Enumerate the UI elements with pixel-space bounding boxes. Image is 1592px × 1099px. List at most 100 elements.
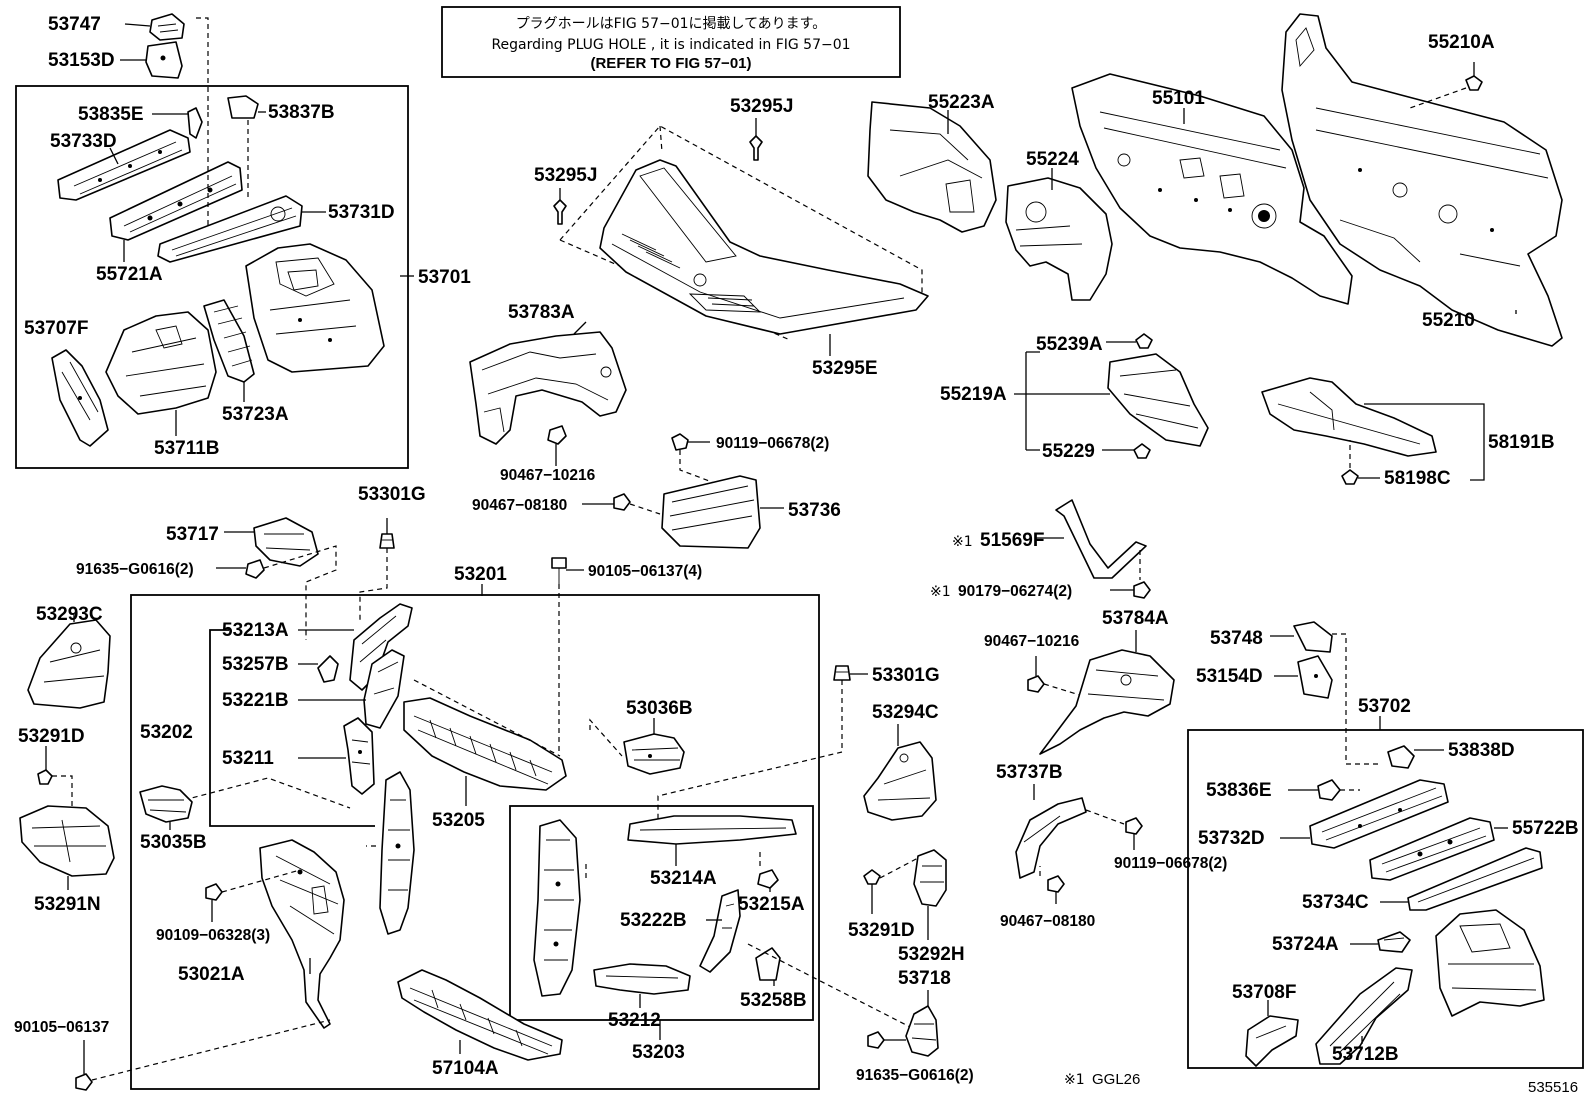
label-53205: 53205 xyxy=(432,810,485,831)
part-53295E xyxy=(599,159,929,356)
mark-51569F: ※1 xyxy=(952,534,973,550)
label-53153D: 53153D xyxy=(48,50,115,71)
notice-line-jp: プラグホールはFIG 57−01に掲載してあります。 xyxy=(516,16,827,32)
label-53717: 53717 xyxy=(166,524,219,545)
dash-53736-a xyxy=(679,450,713,483)
label-53724A: 53724A xyxy=(1272,934,1339,955)
bolt-90109-06328 xyxy=(205,883,223,922)
part-53724A xyxy=(1350,931,1411,953)
label-51569F: 51569F xyxy=(980,530,1044,551)
part-labels: 53747 53153D 53835E 53837B 53733D 53731D… xyxy=(14,14,1579,1084)
label-53215A: 53215A xyxy=(738,894,805,915)
part-57104A xyxy=(397,969,563,1061)
dash-cowl-pin xyxy=(659,125,663,153)
part-53717 xyxy=(224,517,319,567)
dash-53747 xyxy=(196,17,209,112)
label-53212: 53212 xyxy=(608,1010,661,1031)
part-58191B xyxy=(1261,377,1485,481)
label-53836E: 53836E xyxy=(1206,780,1272,801)
label-53723A: 53723A xyxy=(222,404,289,425)
label-53202: 53202 xyxy=(140,722,193,743)
part-53837B xyxy=(227,95,266,119)
part-53214A xyxy=(627,815,797,866)
label-53711B: 53711B xyxy=(154,438,220,459)
label-90467-08180-a: 90467−08180 xyxy=(472,497,567,514)
mark-90179-06274: ※1 xyxy=(930,584,951,600)
part-53153D xyxy=(120,41,183,79)
part-53295J-b xyxy=(749,118,763,161)
group-box-53702 xyxy=(1187,729,1584,1069)
label-53837B: 53837B xyxy=(268,102,335,123)
part-53301G-a xyxy=(379,518,395,549)
label-53748: 53748 xyxy=(1210,628,1263,649)
bolt-90467-08180-a xyxy=(582,493,631,511)
dash-53036B xyxy=(589,718,623,757)
label-55101: 55101 xyxy=(1152,88,1205,109)
part-53035B xyxy=(139,785,193,830)
part-53203-pillar xyxy=(533,819,581,997)
label-53222B: 53222B xyxy=(620,910,687,931)
part-53295J-a xyxy=(553,188,567,225)
part-53747 xyxy=(124,13,185,41)
notice-line-en: Regarding PLUG HOLE , it is indicated in… xyxy=(491,37,850,53)
clip-55239A xyxy=(1106,333,1153,349)
label-90467-10216-b: 90467−10216 xyxy=(984,633,1080,650)
bolt-90119-06678-b xyxy=(1125,817,1143,850)
dash-53035B xyxy=(183,777,351,809)
bolt-90467-10216-a xyxy=(547,425,567,466)
label-53021A: 53021A xyxy=(178,964,245,985)
part-53292H xyxy=(913,849,947,940)
part-53835E xyxy=(152,107,203,139)
part-53838D xyxy=(1387,745,1444,769)
label-90119-06678-a: 90119−06678(2) xyxy=(716,435,829,452)
label-53213A: 53213A xyxy=(222,620,289,641)
label-53214A: 53214A xyxy=(650,868,717,889)
bolt-91635-G0616-b xyxy=(867,1031,906,1049)
label-90467-08180-b: 90467−08180 xyxy=(1000,913,1095,930)
label-53301G-b: 53301G xyxy=(872,665,940,686)
group-bracket-53202 xyxy=(209,629,375,827)
label-90467-10216-a: 90467−10216 xyxy=(500,467,596,484)
label-53292H: 53292H xyxy=(898,944,965,965)
label-58198C: 58198C xyxy=(1384,468,1451,489)
part-53708F xyxy=(1245,1000,1299,1067)
dash-53205 xyxy=(413,679,561,757)
dash-53736-b xyxy=(629,503,661,515)
label-55210: 55210 xyxy=(1422,310,1475,331)
part-55224 xyxy=(1005,168,1113,301)
label-55224: 55224 xyxy=(1026,149,1079,170)
label-53734C: 53734C xyxy=(1302,892,1369,913)
part-53733D xyxy=(57,129,191,201)
notice-box: プラグホールはFIG 57−01に掲載してあります。 Regarding PLU… xyxy=(441,6,901,78)
label-53203: 53203 xyxy=(632,1042,685,1063)
part-51569F xyxy=(1036,499,1147,579)
part-53711B xyxy=(105,311,217,436)
part-53723A xyxy=(203,299,255,402)
part-53731D xyxy=(157,195,326,263)
label-53838D: 53838D xyxy=(1448,740,1515,761)
part-55223A xyxy=(867,101,997,233)
part-53707F xyxy=(51,349,109,447)
part-53294C xyxy=(863,724,937,821)
label-53291D-a: 53291D xyxy=(18,726,85,747)
part-53836E xyxy=(1288,779,1341,801)
label-53835E: 53835E xyxy=(78,104,144,125)
label-53783A: 53783A xyxy=(508,302,575,323)
part-53734C xyxy=(1380,847,1543,911)
label-53293C: 53293C xyxy=(36,604,103,625)
part-53702-inner xyxy=(1435,909,1545,1017)
label-53733D: 53733D xyxy=(50,131,117,152)
label-90105-06137: 90105−06137 xyxy=(14,1019,109,1036)
label-57104A: 57104A xyxy=(432,1058,499,1079)
part-53211 xyxy=(298,717,375,795)
label-53708F: 53708F xyxy=(1232,982,1296,1003)
label-53301G-a: 53301G xyxy=(358,484,426,505)
dash-53291D-a xyxy=(52,775,73,808)
label-53702: 53702 xyxy=(1358,696,1411,717)
label-53295J-b: 53295J xyxy=(730,96,793,117)
label-91635-G0616-a: 91635−G0616(2) xyxy=(76,561,194,578)
label-53291D-b: 53291D xyxy=(848,920,915,941)
part-53712B xyxy=(1315,967,1413,1065)
